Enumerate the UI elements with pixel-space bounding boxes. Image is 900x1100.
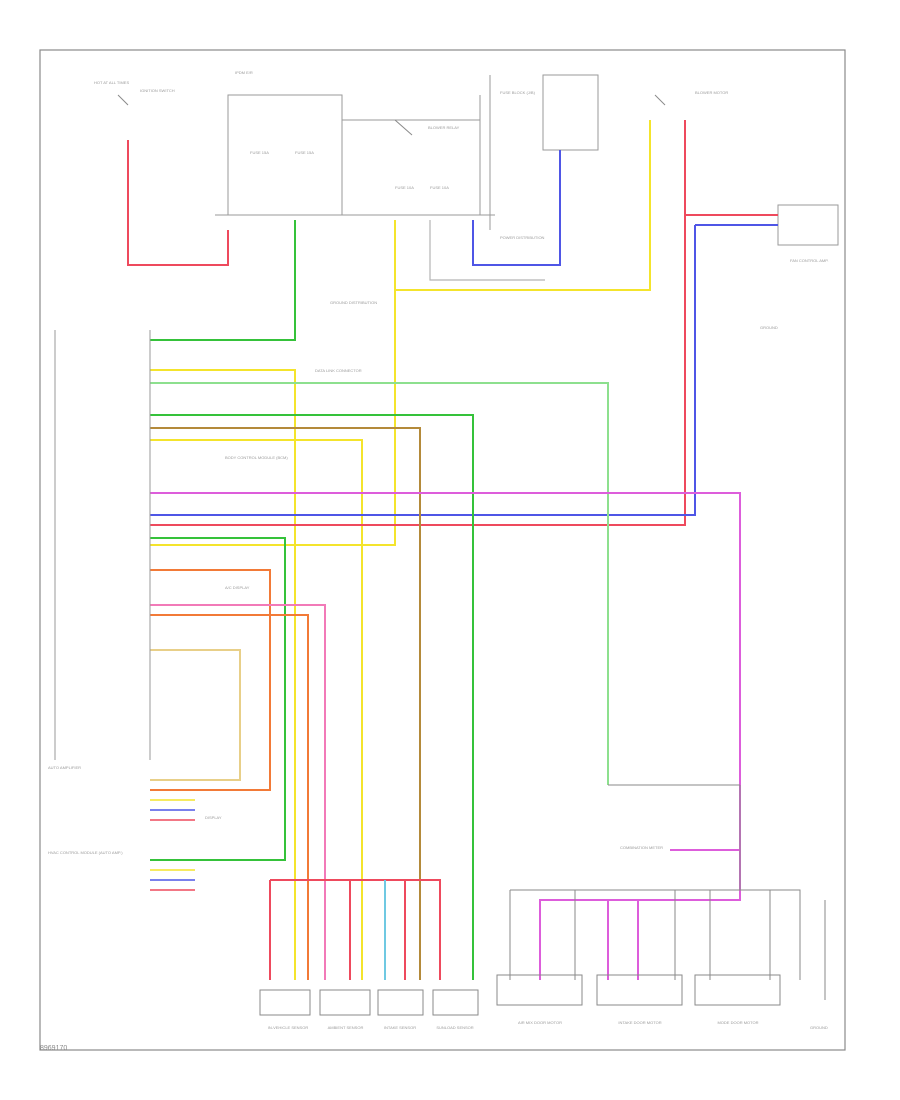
wire-yellow-fuse-right: [395, 120, 651, 291]
wires: [127, 120, 778, 980]
diagram-frame: [39, 49, 846, 1051]
pwr-dist-label: POWER DISTRIBUTION: [500, 235, 545, 240]
wire-red-fan: [150, 120, 686, 526]
wire-orange-2: [150, 614, 309, 980]
ipdm-label: IPDM E/R: [235, 70, 253, 75]
sensor-ambient-box: [319, 989, 371, 1016]
wire-pink-sensor: [150, 604, 326, 980]
actuator-mode-box: [694, 974, 781, 1006]
fuse-10a-b-label: FUSE 10A: [430, 185, 449, 190]
wire-green-ipdm: [150, 220, 296, 341]
actuator-intake-box: [596, 974, 683, 1006]
blower-motor-label: BLOWER MOTOR: [695, 90, 729, 95]
wire-yellow-ambient: [150, 439, 363, 980]
wire-magenta: [150, 492, 741, 980]
sensor-ambient-label: AMBIENT SENSOR: [327, 1025, 364, 1030]
sensor-sunload-box: [432, 989, 479, 1016]
combination-meter-label: COMBINATION METER: [620, 845, 664, 850]
fan-control-label: FAN CONTROL AMP.: [790, 258, 829, 263]
wire-green-sunload: [150, 414, 474, 980]
actuator-air-mix-box: [496, 974, 583, 1006]
wire-red-ignition: [127, 140, 229, 266]
body-control-label: BODY CONTROL MODULE (BCM): [225, 455, 288, 460]
ground-wires: [509, 784, 826, 1000]
wire-brown: [150, 427, 421, 980]
wire-blue-fan-down: [150, 225, 696, 516]
fuse-block-label: FUSE BLOCK (J/B): [500, 90, 535, 95]
wire-orange-1: [150, 569, 271, 791]
ipdm-block: [215, 74, 839, 246]
relay-contacts: [117, 94, 666, 136]
hot-at-all-times-label: HOT AT ALL TIMES: [94, 80, 130, 85]
fuse-15a-a-label: FUSE 15A: [250, 150, 269, 155]
dn-display-label: DISPLAY: [205, 815, 222, 820]
wire-red-sensor-bus: [270, 879, 441, 980]
wire-gray: [429, 220, 545, 281]
gnd-dist-label: GROUND DISTRIBUTION: [330, 300, 378, 305]
diagram-code: 8969170: [40, 1045, 68, 1052]
actuator-mode-label: MODE DOOR MOTOR: [717, 1020, 759, 1025]
sensor-intake-box: [377, 989, 424, 1016]
a-c-display-label: A/C DISPLAY: [225, 585, 250, 590]
bottom-components: [259, 974, 781, 1016]
sensor-sunload-label: SUNLOAD SENSOR: [436, 1025, 474, 1030]
fuse-15a-b-label: FUSE 15A: [295, 150, 314, 155]
actuator-intake-label: INTAKE DOOR MOTOR: [618, 1020, 662, 1025]
module-pins: [54, 330, 151, 760]
wire-yellow-fuse-left: [150, 220, 396, 546]
actuator-air-mix-label: AIR MIX DOOR MOTOR: [518, 1020, 562, 1025]
sensor-left-box: [259, 989, 311, 1016]
fuse-10a-a-label: FUSE 10A: [395, 185, 414, 190]
ignition-switch-label: IGNITION SWITCH: [140, 88, 175, 93]
hvac-control-label: AUTO AMPLIFIER: [48, 765, 82, 770]
blower-relay-label: BLOWER RELAY: [428, 125, 460, 130]
hvac-bottom-label: HVAC CONTROL MODULE (AUTO AMP.): [48, 850, 123, 855]
data-link-label: DATA LINK CONNECTOR: [315, 368, 362, 373]
sensor-intake-label: INTAKE SENSOR: [383, 1025, 417, 1030]
wire-blue-fuse: [472, 150, 561, 266]
wire-green-ambient: [150, 537, 286, 861]
ground-1-label: GROUND: [760, 325, 778, 330]
wire-yellow-sensor: [150, 369, 296, 980]
ground-2-label: GROUND: [810, 1025, 828, 1030]
sensor-left-label: IN-VEHICLE SENSOR: [267, 1025, 309, 1030]
wire-tan: [150, 649, 241, 781]
wire-green-meter: [150, 382, 609, 785]
